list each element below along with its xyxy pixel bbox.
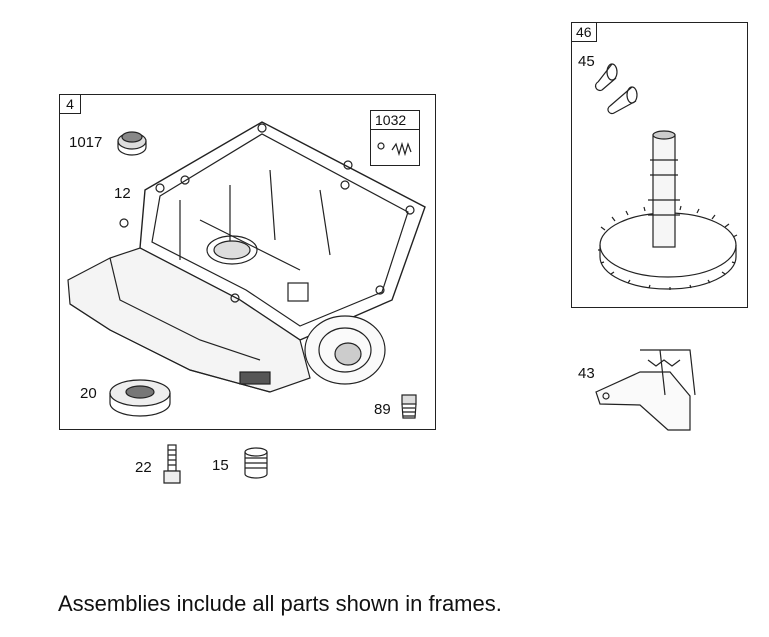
callout-45: 45 — [578, 53, 595, 70]
assembly-frame-1032: 1032 — [370, 110, 420, 166]
assembly-tag-46: 46 — [571, 22, 597, 42]
callout-20: 20 — [80, 385, 97, 402]
callout-22: 22 — [135, 459, 152, 476]
assembly-tag-4: 4 — [59, 94, 81, 114]
callout-12: 12 — [114, 185, 131, 202]
callout-15: 15 — [212, 457, 229, 474]
callout-89: 89 — [374, 401, 391, 418]
oil-seal-icon — [109, 379, 171, 417]
governor-bracket-icon — [595, 349, 696, 431]
footer-note: Assemblies include all parts shown in fr… — [58, 591, 502, 616]
pin-icon — [594, 63, 638, 115]
camshaft-gear-icon — [598, 130, 738, 290]
plug-icon — [244, 447, 268, 479]
callout-43: 43 — [578, 365, 595, 382]
sump-housing-icon — [67, 121, 426, 393]
assembly-tag-1032: 1032 — [371, 111, 419, 130]
callout-1017: 1017 — [69, 134, 103, 151]
drain-plug-icon — [401, 394, 417, 419]
valve-spring-icon — [377, 141, 412, 157]
bolt-icon — [163, 444, 181, 484]
grommet-icon — [117, 131, 147, 156]
